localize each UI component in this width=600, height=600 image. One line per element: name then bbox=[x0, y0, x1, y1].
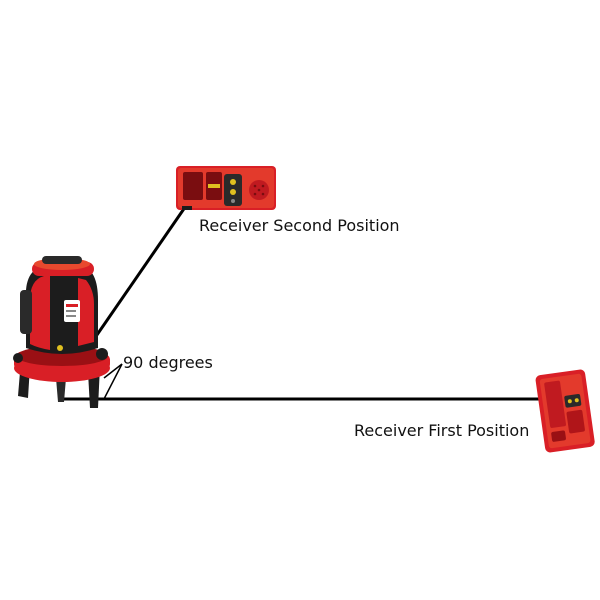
receiver-second-position-label: Receiver Second Position bbox=[199, 216, 400, 235]
laser-receiver-icon bbox=[176, 166, 276, 210]
receiver-first-position-label: Receiver First Position bbox=[354, 421, 530, 440]
angle-pointer-upper bbox=[103, 363, 123, 379]
laser-level-icon bbox=[13, 256, 110, 408]
angle-pointer-lower bbox=[103, 363, 123, 400]
beam-to-second-position bbox=[88, 199, 192, 346]
angle-label: 90 degrees bbox=[123, 353, 213, 372]
laser-receiver-icon bbox=[535, 369, 595, 453]
